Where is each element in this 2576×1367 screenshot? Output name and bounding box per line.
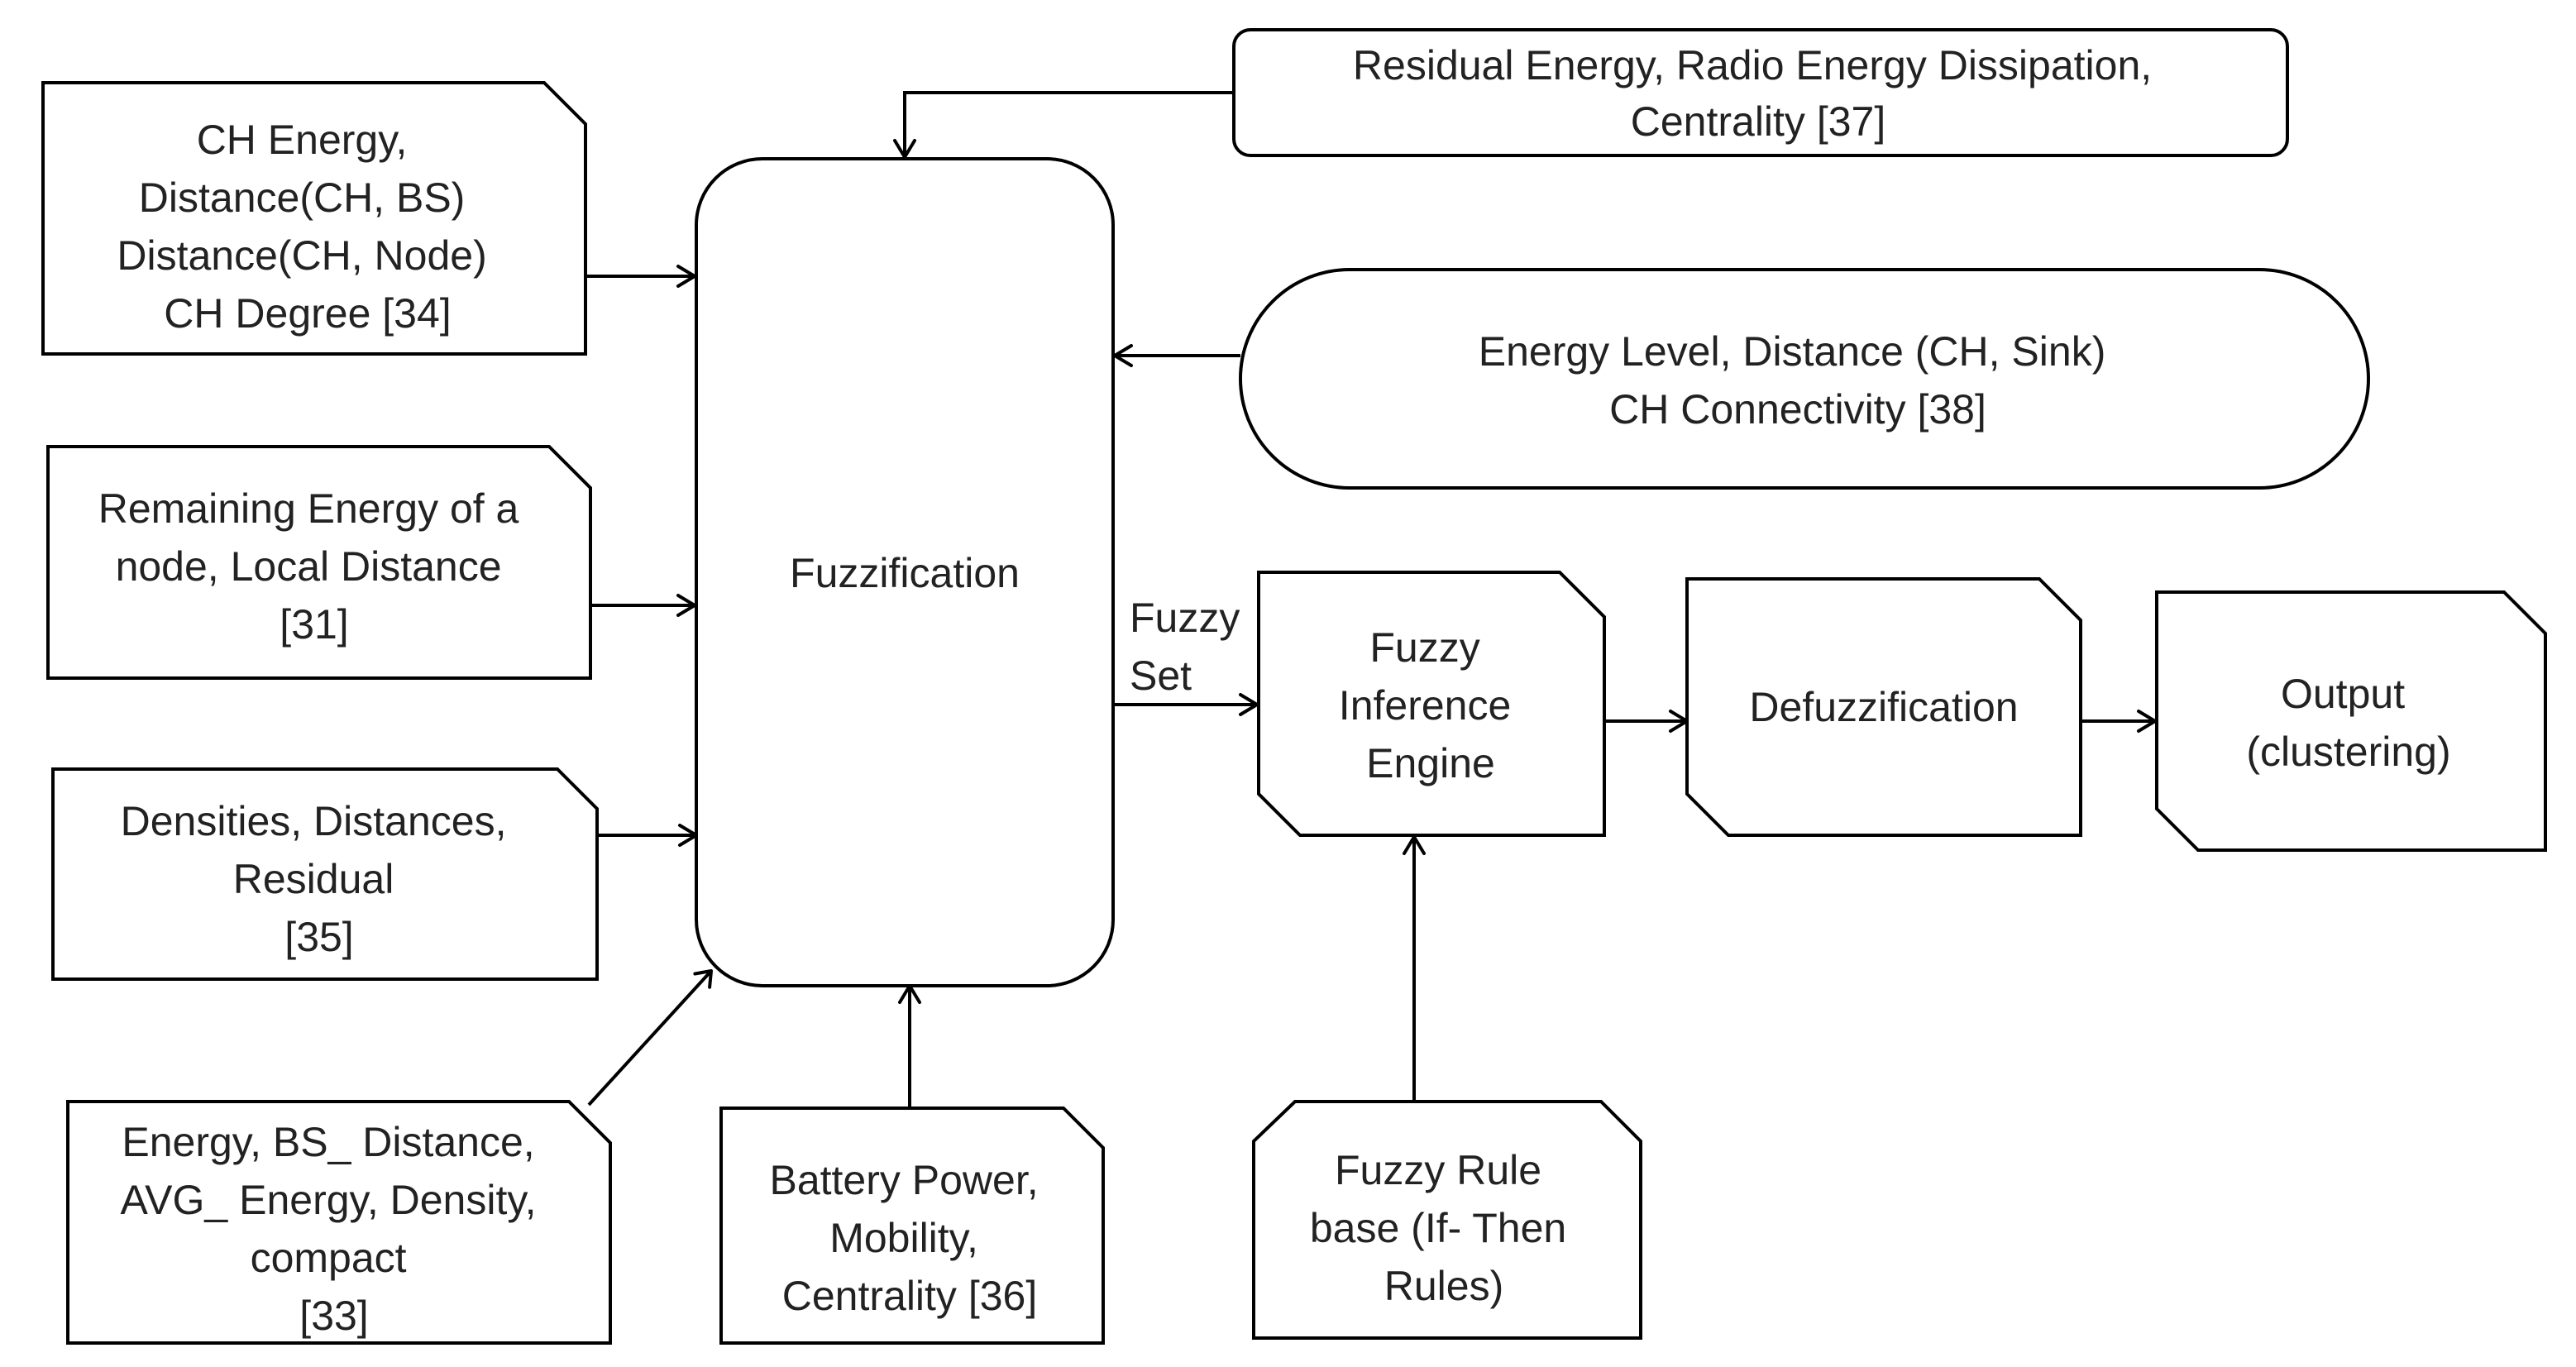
- remaining-energy-line-2: node, Local Distance: [116, 543, 502, 590]
- densities-line-1: Densities, Distances,: [121, 798, 507, 844]
- ch-energy-input: CH Energy, Distance(CH, BS) Distance(CH,…: [41, 81, 587, 356]
- ch-energy-line-1: CH Energy,: [197, 117, 408, 163]
- remaining-energy-input: Remaining Energy of a node, Local Distan…: [46, 445, 592, 680]
- residual-radio-text: Residual Energy, Radio Energy Dissipatio…: [1353, 42, 2163, 145]
- densities-input: Densities, Distances, Residual [35]: [51, 767, 599, 981]
- energy-bs-line-2: AVG_ Energy, Density,: [121, 1177, 537, 1223]
- defuzzification-label: Defuzzification: [1749, 684, 2018, 730]
- fuzzification-node: Fuzzification: [695, 157, 1115, 987]
- fuzzy-set-line-1: Fuzzy: [1130, 595, 1240, 641]
- energy-bs-text: Energy, BS_ Distance, AVG_ Energy, Densi…: [121, 1119, 548, 1339]
- rule-base-line-2: base (If- Then: [1310, 1205, 1566, 1251]
- inference-engine-node: Fuzzy Inference Engine: [1257, 571, 1606, 837]
- battery-input: Battery Power, Mobility, Centrality [36]: [719, 1107, 1105, 1345]
- remaining-energy-text: Remaining Energy of a node, Local Distan…: [98, 485, 531, 648]
- edge-defuzzification-to-output: [2081, 710, 2157, 733]
- edge-fuzzification-to-inference: [1113, 693, 1259, 716]
- densities-line-2: Residual: [233, 856, 394, 902]
- battery-text: Battery Power, Mobility, Centrality [36]: [769, 1157, 1049, 1319]
- inference-line-2: Inference: [1339, 682, 1511, 729]
- edge-residual-radio-to-fuzzification: [893, 91, 1234, 159]
- fuzzy-set-label: Fuzzy Set: [1130, 595, 1251, 699]
- inference-line-1: Fuzzy: [1369, 624, 1479, 671]
- energy-level-text: Energy Level, Distance (CH, Sink) CH Con…: [1479, 328, 2118, 433]
- output-node: Output (clustering): [2155, 590, 2547, 852]
- inference-engine-text: Fuzzy Inference Engine: [1339, 624, 1522, 786]
- ch-energy-text: CH Energy, Distance(CH, BS) Distance(CH,…: [117, 117, 498, 337]
- energy-level-line-2: CH Connectivity [38]: [1609, 386, 1986, 433]
- battery-line-2: Mobility,: [829, 1215, 978, 1261]
- edge-densities-to-fuzzification: [597, 824, 698, 847]
- rule-base-line-3: Rules): [1384, 1263, 1503, 1309]
- residual-radio-line-1: Residual Energy, Radio Energy Dissipatio…: [1353, 42, 2152, 88]
- ch-energy-line-2: Distance(CH, BS): [139, 174, 466, 221]
- battery-line-3: Centrality [36]: [782, 1273, 1037, 1319]
- fuzzification-label: Fuzzification: [790, 550, 1020, 596]
- remaining-energy-line-3: [31]: [280, 601, 348, 648]
- residual-radio-line-2: Centrality [37]: [1631, 98, 1885, 145]
- edge-rule-base-to-inference: [1403, 835, 1426, 1102]
- rule-base-node: Fuzzy Rule base (If- Then Rules): [1252, 1100, 1642, 1340]
- edge-ch-energy-to-fuzzification: [585, 265, 696, 288]
- battery-line-1: Battery Power,: [769, 1157, 1038, 1203]
- edge-battery-to-fuzzification: [898, 984, 921, 1108]
- remaining-energy-line-1: Remaining Energy of a: [98, 485, 519, 532]
- energy-level-input: Energy Level, Distance (CH, Sink) CH Con…: [1239, 268, 2370, 490]
- fuzzy-set-line-2: Set: [1130, 652, 1192, 699]
- rule-base-text: Fuzzy Rule base (If- Then Rules): [1310, 1147, 1578, 1309]
- defuzzification-node: Defuzzification: [1685, 577, 2082, 837]
- energy-level-line-1: Energy Level, Distance (CH, Sink): [1479, 328, 2106, 375]
- energy-bs-input: Energy, BS_ Distance, AVG_ Energy, Densi…: [66, 1100, 612, 1345]
- edge-energy-bs-to-fuzzification: [587, 969, 713, 1107]
- edge-inference-to-defuzzification: [1604, 710, 1689, 733]
- energy-bs-line-3: compact: [251, 1235, 407, 1281]
- edge-energy-level-to-fuzzification: [1113, 344, 1240, 367]
- output-text: Output (clustering): [2246, 671, 2450, 775]
- densities-line-3: [35]: [284, 914, 353, 960]
- edge-remaining-energy-to-fuzzification: [590, 594, 696, 617]
- output-line-1: Output: [2281, 671, 2405, 717]
- ch-energy-line-3: Distance(CH, Node): [117, 232, 486, 279]
- densities-text: Densities, Distances, Residual [35]: [121, 798, 519, 960]
- output-line-2: (clustering): [2246, 729, 2450, 775]
- energy-bs-line-1: Energy, BS_ Distance,: [122, 1119, 534, 1165]
- residual-radio-input: Residual Energy, Radio Energy Dissipatio…: [1232, 28, 2289, 157]
- energy-bs-line-4: [33]: [299, 1293, 368, 1339]
- rule-base-line-1: Fuzzy Rule: [1335, 1147, 1541, 1193]
- ch-energy-line-4: CH Degree [34]: [164, 290, 451, 337]
- inference-line-3: Engine: [1366, 740, 1495, 786]
